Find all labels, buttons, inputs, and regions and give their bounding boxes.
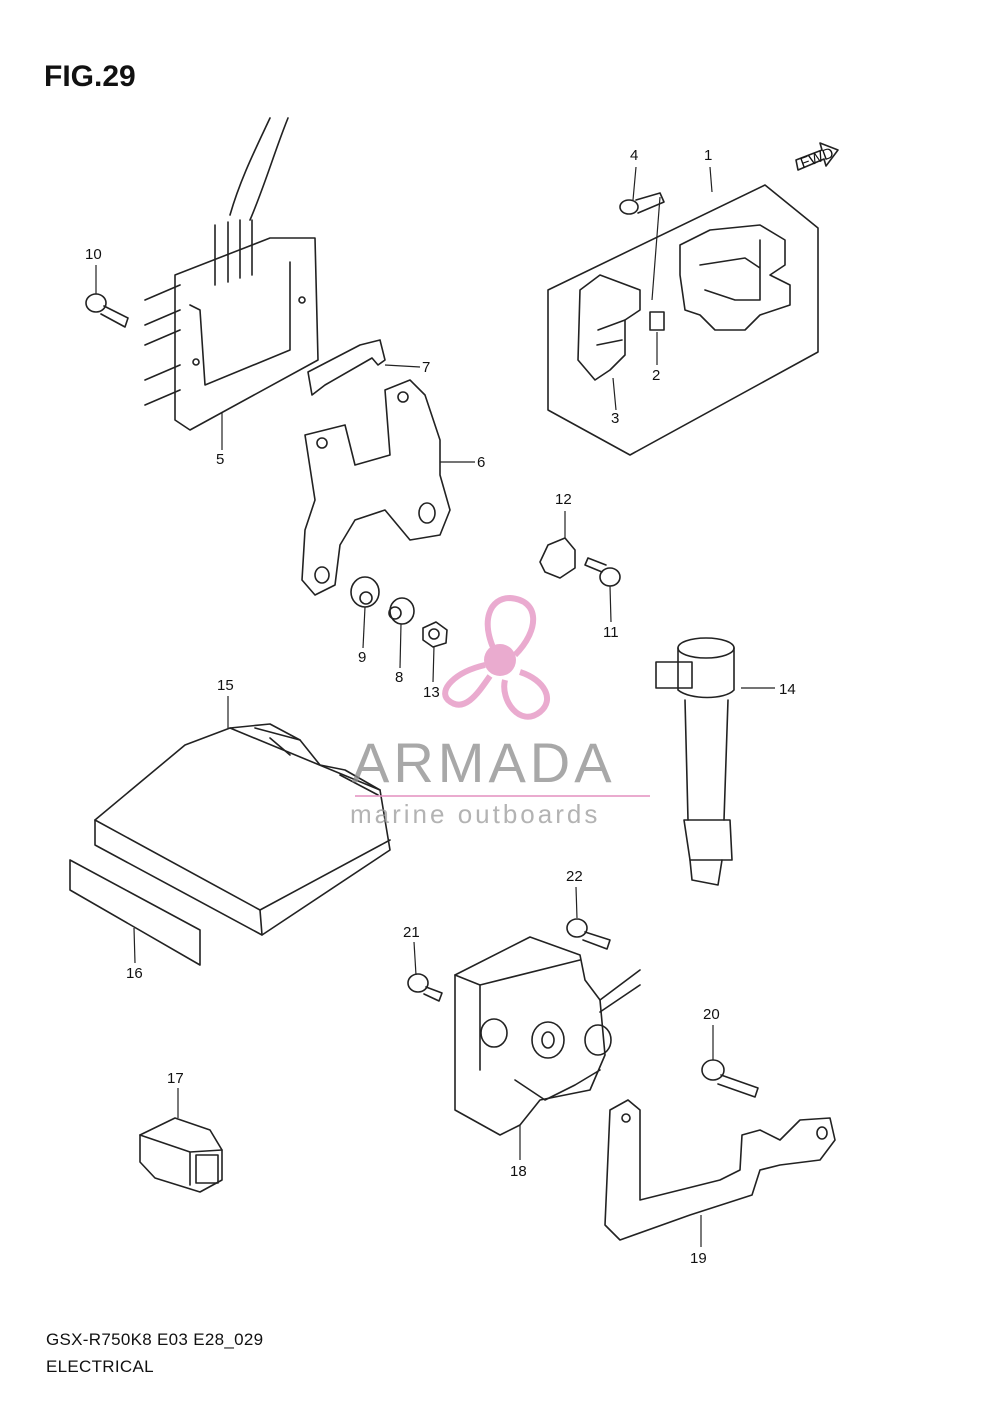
callout-1: 1 [704, 147, 712, 164]
washer-icon [388, 597, 415, 625]
callout-16: 16 [126, 965, 143, 982]
figure-title: FIG.29 [44, 60, 136, 93]
callout-9: 9 [358, 649, 366, 666]
model-code: GSX-R750K8 E03 E28_029 [46, 1330, 264, 1349]
watermark-brand: ARMADA [352, 731, 616, 794]
callout-2: 2 [652, 367, 660, 384]
bolt-icon [566, 918, 611, 950]
bolt-icon [619, 192, 665, 215]
callout-20: 20 [703, 1006, 720, 1023]
bolt-icon [85, 293, 129, 328]
section-name: ELECTRICAL [46, 1357, 154, 1376]
mounting-bracket [301, 379, 451, 596]
callout-21: 21 [403, 924, 420, 941]
regulator-rectifier [144, 117, 319, 431]
callout-11: 11 [603, 624, 619, 641]
bolt-icon [701, 1059, 759, 1098]
callout-12: 12 [555, 491, 572, 508]
nut-icon [422, 621, 448, 648]
watermark: ARMADA marine outboards [350, 594, 650, 829]
callout-5: 5 [216, 451, 224, 468]
clamp-icon [539, 537, 576, 579]
callout-4: 4 [630, 147, 638, 164]
callout-10: 10 [85, 246, 102, 263]
actuator-bracket [604, 1099, 836, 1241]
leader-lines [95, 166, 775, 1247]
ignition-coil [655, 637, 735, 886]
callout-15: 15 [217, 677, 234, 694]
watermark-tagline: marine outboards [350, 799, 600, 829]
actuator-unit [454, 936, 641, 1136]
propeller-icon [442, 594, 551, 720]
callout-19: 19 [690, 1250, 707, 1267]
bolt-icon [407, 973, 443, 1002]
callout-3: 3 [611, 410, 619, 427]
fwd-label: FWD [798, 144, 836, 172]
callout-13: 13 [423, 684, 440, 701]
ecu-pad [69, 859, 201, 966]
callout-18: 18 [510, 1163, 527, 1180]
callout-6: 6 [477, 454, 485, 471]
relay-assembly-box [547, 184, 819, 456]
connector-icon [139, 1117, 223, 1193]
clip-bracket [307, 339, 386, 396]
callout-17: 17 [167, 1070, 184, 1087]
callout-22: 22 [566, 868, 583, 885]
ecu-module [94, 723, 391, 936]
callout-7: 7 [422, 359, 430, 376]
callout-14: 14 [779, 681, 796, 698]
bolt-icon [584, 557, 621, 587]
fwd-arrow-icon: FWD [795, 142, 839, 172]
grommet-icon [350, 576, 380, 608]
callout-8: 8 [395, 669, 403, 686]
callout-numbers: 1 2 3 4 5 6 7 8 9 10 11 12 13 14 15 16 1… [85, 147, 796, 1267]
